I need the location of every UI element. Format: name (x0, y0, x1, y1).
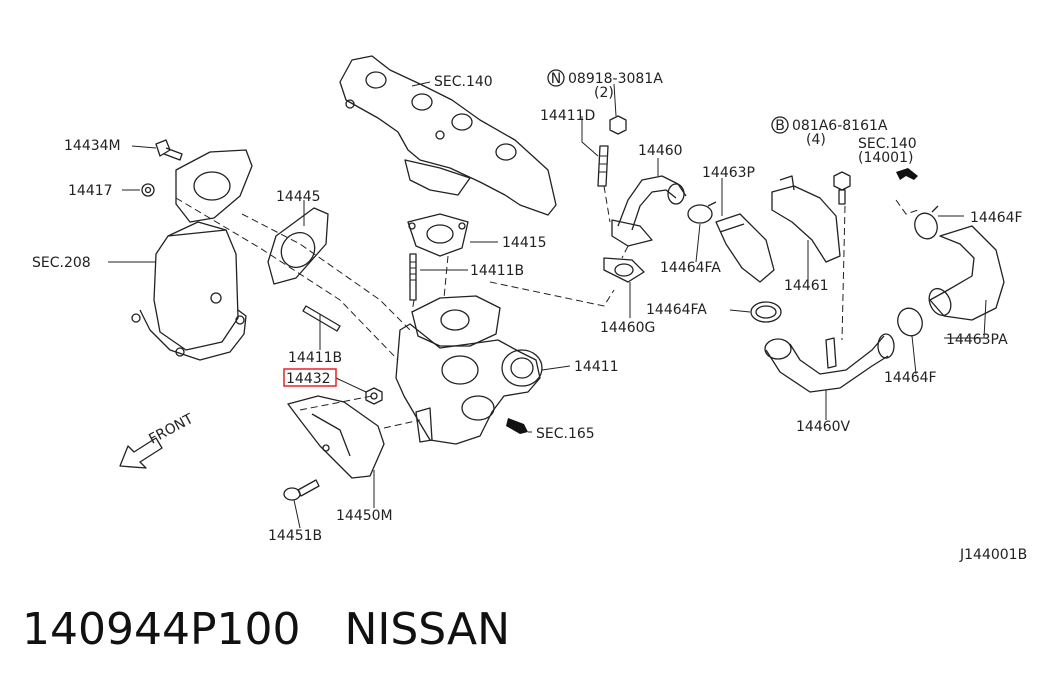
label-14461[interactable]: 14461 (784, 278, 829, 294)
clamp-14464f-bottom[interactable] (894, 305, 926, 340)
arrow-sec165-icon (506, 418, 528, 434)
part-footer: 140944P100 NISSAN (22, 598, 510, 660)
stud-14411b-left[interactable] (302, 305, 341, 332)
label-14460g[interactable]: 14460G (600, 320, 655, 336)
label-14464f-top[interactable]: 14464F (970, 210, 1023, 226)
turbocharger-14411[interactable] (395, 295, 543, 445)
assembly-lines (175, 185, 919, 429)
gasket-14445[interactable] (267, 207, 329, 285)
label-14411b-left[interactable]: 14411B (288, 350, 342, 366)
hose-14463p[interactable] (715, 213, 775, 283)
brand-name: NISSAN (344, 603, 511, 655)
label-14411d[interactable]: 14411D (540, 108, 595, 124)
n-mark-circle (547, 69, 565, 87)
label-sec140-right[interactable]: SEC.140 (858, 136, 917, 152)
b-mark-circle (771, 116, 789, 134)
bolt-14434m[interactable] (155, 139, 183, 161)
label-14411[interactable]: 14411 (574, 359, 619, 375)
clamp-14464fa-top[interactable] (687, 201, 717, 224)
leader-lines (108, 81, 987, 529)
nut-14432[interactable] (365, 387, 383, 405)
gasket-14460g[interactable] (603, 257, 645, 283)
bolt-081a6[interactable] (833, 171, 851, 205)
clamp-14464fa-mid[interactable] (750, 301, 782, 323)
arrow-sec140-right-icon (896, 168, 918, 180)
gasket-14415[interactable] (407, 213, 469, 257)
label-14464f-bottom[interactable]: 14464F (884, 370, 937, 386)
label-bolt-b-qty: (4) (806, 132, 826, 148)
catalytic-converter[interactable] (131, 149, 253, 361)
b-mark: B (775, 118, 785, 134)
heat-insulator-14450m[interactable] (287, 395, 385, 479)
label-14451b[interactable]: 14451B (268, 528, 322, 544)
label-14415[interactable]: 14415 (502, 235, 547, 251)
label-14445[interactable]: 14445 (276, 189, 321, 205)
tube-14460v[interactable] (764, 333, 895, 393)
label-14411b-top[interactable]: 14411B (470, 263, 524, 279)
bolt-14451b[interactable] (283, 479, 320, 501)
label-diagram-id: J144001B (959, 547, 1027, 563)
part-number: 140944P100 (22, 603, 301, 655)
clamp-14464f-top[interactable] (911, 205, 941, 242)
label-bolt-n-code[interactable]: 08918-3081A (568, 71, 663, 87)
label-14434m[interactable]: 14434M (64, 138, 121, 154)
n-mark: N (551, 71, 561, 87)
stud-14411d[interactable] (597, 145, 609, 187)
label-14464fa-mid[interactable]: 14464FA (646, 302, 707, 318)
front-arrow-icon (119, 437, 163, 469)
label-sec208[interactable]: SEC.208 (32, 255, 91, 271)
selected-part-highlight (283, 368, 337, 387)
label-14460[interactable]: 14460 (638, 143, 683, 159)
oil-tube-14460[interactable] (611, 175, 687, 247)
label-14463pa[interactable]: 14463PA (946, 332, 1008, 348)
bracket-14461[interactable] (771, 175, 841, 263)
label-14432[interactable]: 14432 (286, 371, 331, 387)
label-sec140-top[interactable]: SEC.140 (434, 74, 493, 90)
nut-08918[interactable] (609, 115, 627, 135)
label-sec140-right-sub: (14001) (858, 150, 913, 166)
label-14464fa-top[interactable]: 14464FA (660, 260, 721, 276)
hose-14463pa[interactable] (925, 225, 1005, 321)
nut-14417[interactable] (141, 183, 155, 197)
label-bolt-n-qty: (2) (594, 85, 614, 101)
label-sec165[interactable]: SEC.165 (536, 426, 595, 442)
label-front: FRONT (146, 411, 196, 448)
stud-14411b-top[interactable] (409, 253, 417, 301)
label-14417[interactable]: 14417 (68, 183, 113, 199)
exploded-parts-diagram: N B SEC.140 08918-3081A (2) 14411D 14460… (32, 55, 1027, 563)
label-14460v[interactable]: 14460V (796, 419, 851, 435)
exhaust-manifold[interactable] (339, 55, 557, 216)
label-bolt-b-code[interactable]: 081A6-8161A (792, 118, 888, 134)
label-14450m[interactable]: 14450M (336, 508, 393, 524)
label-14463p[interactable]: 14463P (702, 165, 755, 181)
